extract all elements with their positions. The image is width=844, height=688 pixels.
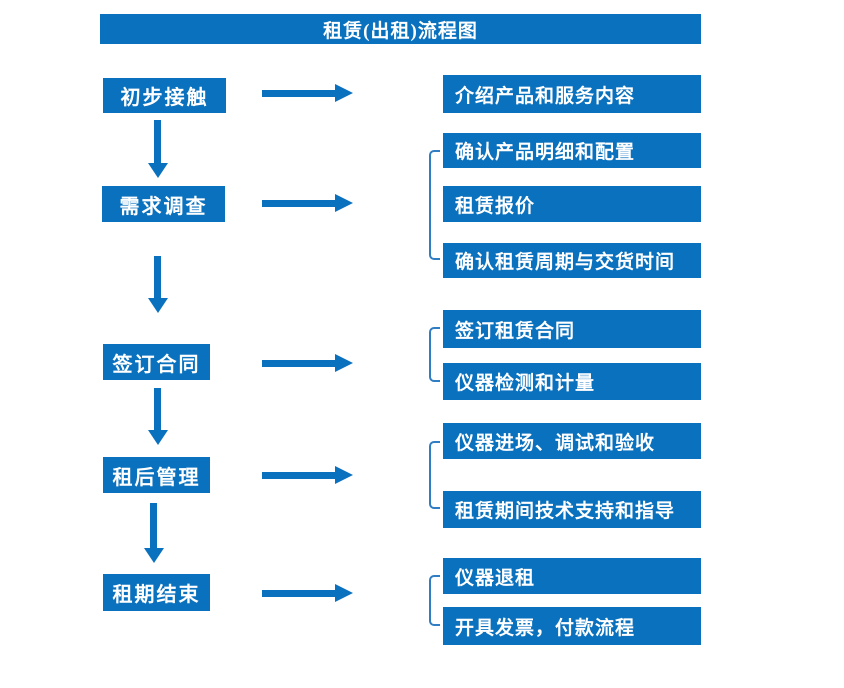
output-box-sign-rental-contract: 签订租赁合同 (443, 310, 701, 348)
arrow-head (335, 354, 353, 372)
output-box-invoice-payment: 开具发票，付款流程 (443, 607, 701, 645)
output-box-confirm-rental-period: 确认租赁周期与交货时间 (443, 243, 701, 278)
output-label: 仪器退租 (455, 567, 536, 589)
stage-label: 租后管理 (112, 466, 201, 489)
bracket-needs-survey-group (429, 150, 440, 260)
arrow-down-icon-3 (147, 388, 168, 445)
output-box-instrument-testing: 仪器检测和计量 (443, 363, 701, 400)
output-box-instrument-setup-acceptance: 仪器进场、调试和验收 (443, 423, 701, 459)
output-label: 租赁报价 (455, 195, 536, 217)
arrow-right-icon-4 (262, 466, 353, 484)
output-box-introduce-products: 介绍产品和服务内容 (443, 75, 701, 113)
bracket-post-rental-group (429, 441, 440, 509)
arrow-head (147, 163, 168, 178)
stage-label: 需求调查 (119, 195, 208, 218)
arrow-shaft (262, 89, 335, 97)
stage-box-post-rental-management: 租后管理 (103, 457, 210, 493)
arrow-down-icon-1 (147, 120, 168, 178)
arrow-shaft (262, 359, 335, 367)
stage-label: 初步接触 (120, 87, 209, 109)
bracket-sign-contract-group (429, 327, 440, 382)
output-label: 介绍产品和服务内容 (455, 85, 636, 107)
stage-box-initial-contact: 初步接触 (103, 78, 226, 113)
arrow-shaft (154, 120, 161, 163)
stage-label: 租期结束 (112, 584, 201, 606)
output-label: 确认产品明细和配置 (455, 142, 636, 163)
title-bar: 租赁(出租)流程图 (100, 14, 701, 44)
bracket-lease-end-group (429, 575, 440, 626)
arrow-head (335, 84, 353, 102)
arrow-down-icon-2 (147, 256, 168, 313)
page-title: 租赁(出租)流程图 (323, 20, 478, 42)
arrow-shaft (262, 471, 335, 479)
output-label: 仪器检测和计量 (455, 373, 596, 394)
stage-box-sign-contract: 签订合同 (103, 344, 210, 380)
arrow-head (147, 298, 168, 313)
arrow-head (335, 584, 353, 602)
stage-box-lease-end: 租期结束 (103, 574, 210, 611)
arrow-down-icon-4 (143, 503, 164, 563)
arrow-head (335, 466, 353, 484)
arrow-shaft (262, 589, 335, 597)
arrow-right-icon-1 (262, 84, 353, 102)
stage-label: 签订合同 (112, 353, 201, 376)
arrow-right-icon-5 (262, 584, 353, 602)
arrow-head (147, 430, 168, 445)
output-label: 签订租赁合同 (455, 320, 576, 342)
arrow-shaft (262, 199, 335, 207)
output-label: 租赁期间技术支持和指导 (455, 501, 676, 522)
arrow-right-icon-2 (262, 194, 353, 212)
output-label: 开具发票，付款流程 (455, 617, 636, 639)
output-label: 确认租赁周期与交货时间 (455, 252, 676, 273)
arrow-shaft (150, 503, 157, 548)
arrow-shaft (154, 388, 161, 430)
arrow-head (143, 548, 164, 563)
output-box-confirm-product-details: 确认产品明细和配置 (443, 133, 701, 168)
output-box-technical-support: 租赁期间技术支持和指导 (443, 491, 701, 528)
stage-box-needs-survey: 需求调查 (102, 186, 225, 222)
output-box-rental-quote: 租赁报价 (443, 186, 701, 222)
arrow-head (335, 194, 353, 212)
output-box-instrument-return: 仪器退租 (443, 558, 701, 594)
arrow-shaft (154, 256, 161, 298)
output-label: 仪器进场、调试和验收 (455, 432, 656, 454)
arrow-right-icon-3 (262, 354, 353, 372)
